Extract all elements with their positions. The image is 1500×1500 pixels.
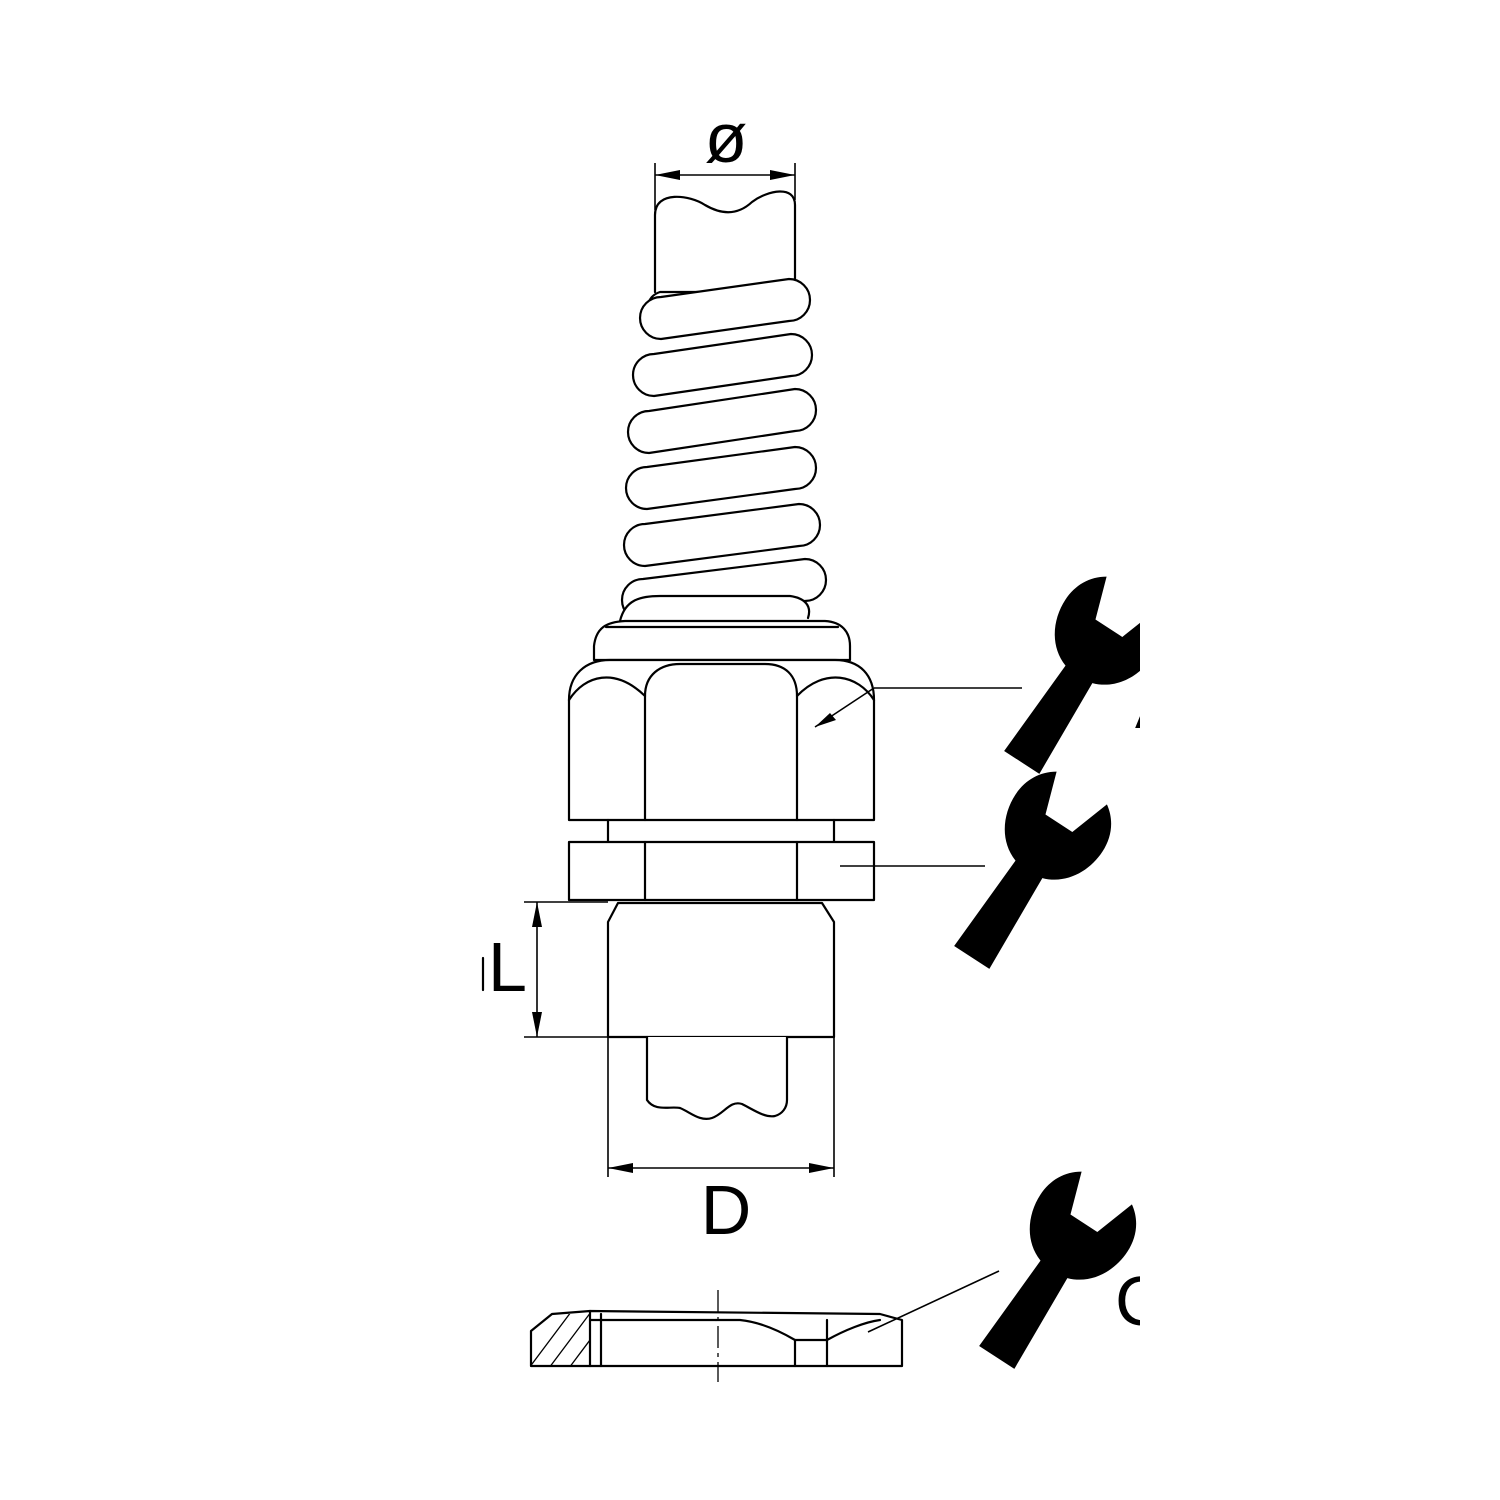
conduit-coil (631, 332, 814, 398)
wrench-icon (979, 1171, 1137, 1369)
thread-diameter-dimension (607, 1037, 835, 1177)
wrench-c-label: C (1115, 1262, 1166, 1340)
conduit-coil (638, 277, 812, 341)
conduit-spiral (618, 277, 828, 623)
diameter-dimension (654, 163, 796, 210)
wrench-a-label: A (1135, 665, 1182, 743)
length-label: L (488, 928, 527, 1006)
conduit-coil (622, 502, 822, 568)
leader-lines (814, 687, 1022, 1333)
lower-hex-body (567, 840, 876, 902)
locknut-section (529, 1290, 904, 1382)
conduit-coil (618, 594, 811, 623)
upper-hex-nut (567, 658, 876, 822)
thread-portion (606, 901, 836, 1039)
cable-bottom (645, 1035, 789, 1120)
gland-cap (592, 619, 852, 662)
wrench-icon (1004, 576, 1140, 774)
wrench-icon (954, 771, 1112, 969)
thread-diameter-label: D (701, 1171, 752, 1249)
gland-neck (606, 818, 836, 844)
conduit-coil (624, 445, 818, 511)
length-dimension (481, 901, 608, 1038)
diameter-label: ø (705, 99, 748, 177)
conduit-coil (626, 387, 818, 455)
cable-top (653, 190, 797, 294)
